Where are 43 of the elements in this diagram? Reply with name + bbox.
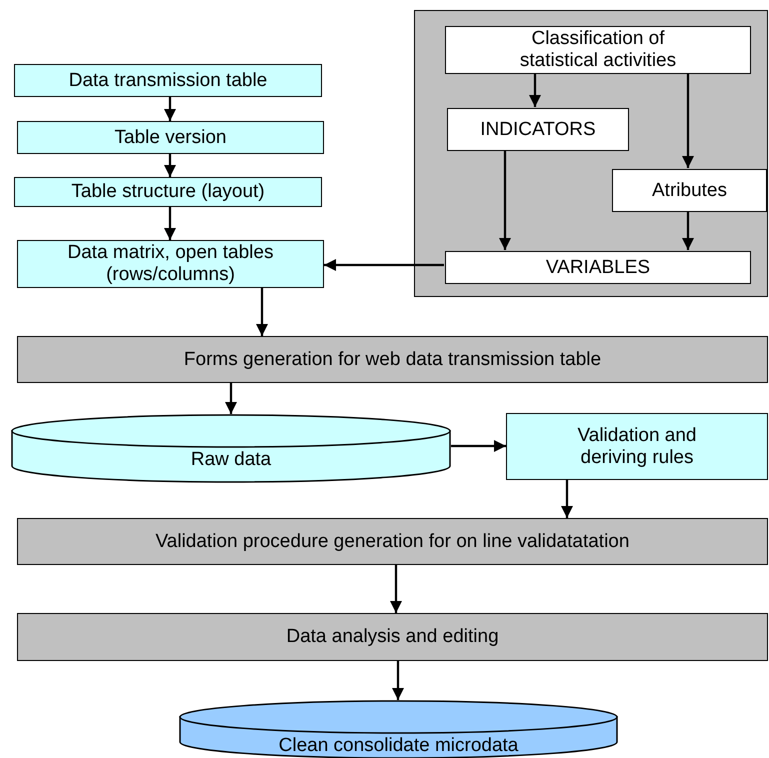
arrow (392, 661, 404, 700)
arrow (682, 73, 694, 168)
panel-background (414, 10, 768, 297)
process-box (14, 64, 322, 97)
arrow (498, 150, 512, 250)
process-box (17, 121, 324, 154)
node-label: Data matrix, open tables (rows/columns) (66, 242, 274, 286)
process-box (17, 518, 768, 565)
arrow (256, 288, 268, 336)
node-label: Table version (114, 126, 226, 148)
process-box (447, 108, 629, 151)
arrow (164, 97, 176, 121)
node-label: Validation procedure generation for on line validatatation (156, 530, 630, 552)
node-label: Validation and deriving rules (576, 424, 698, 468)
node-label: Clean consolidate microdata (278, 736, 520, 755)
arrow (164, 154, 176, 177)
node-label: Forms generation for web data transmission table (184, 348, 602, 370)
node-label: Raw data (190, 450, 272, 469)
node-label: Atributes (652, 180, 727, 202)
node-label: INDICATORS (480, 118, 596, 140)
node-label: Classification of statistical activities (518, 28, 678, 72)
arrow (390, 565, 402, 613)
node-label: VARIABLES (546, 256, 650, 278)
node-label: Data analysis and editing (286, 626, 499, 648)
arrow (164, 207, 176, 240)
arrow (528, 73, 542, 107)
process-box (506, 413, 768, 480)
process-box (17, 240, 324, 288)
process-box (17, 336, 768, 383)
node-label: Table structure (layout) (71, 181, 265, 203)
process-box (14, 177, 322, 207)
arrow (451, 440, 506, 452)
arrow (224, 383, 238, 414)
process-box (17, 613, 768, 661)
node-label: Data transmission table (68, 70, 268, 92)
process-box (445, 251, 751, 284)
process-box (445, 26, 751, 74)
arrow (682, 211, 694, 250)
arrow (560, 480, 574, 518)
database-cylinder (179, 700, 618, 758)
database-cylinder (11, 414, 451, 482)
arrow (324, 258, 444, 272)
process-box (612, 169, 767, 212)
